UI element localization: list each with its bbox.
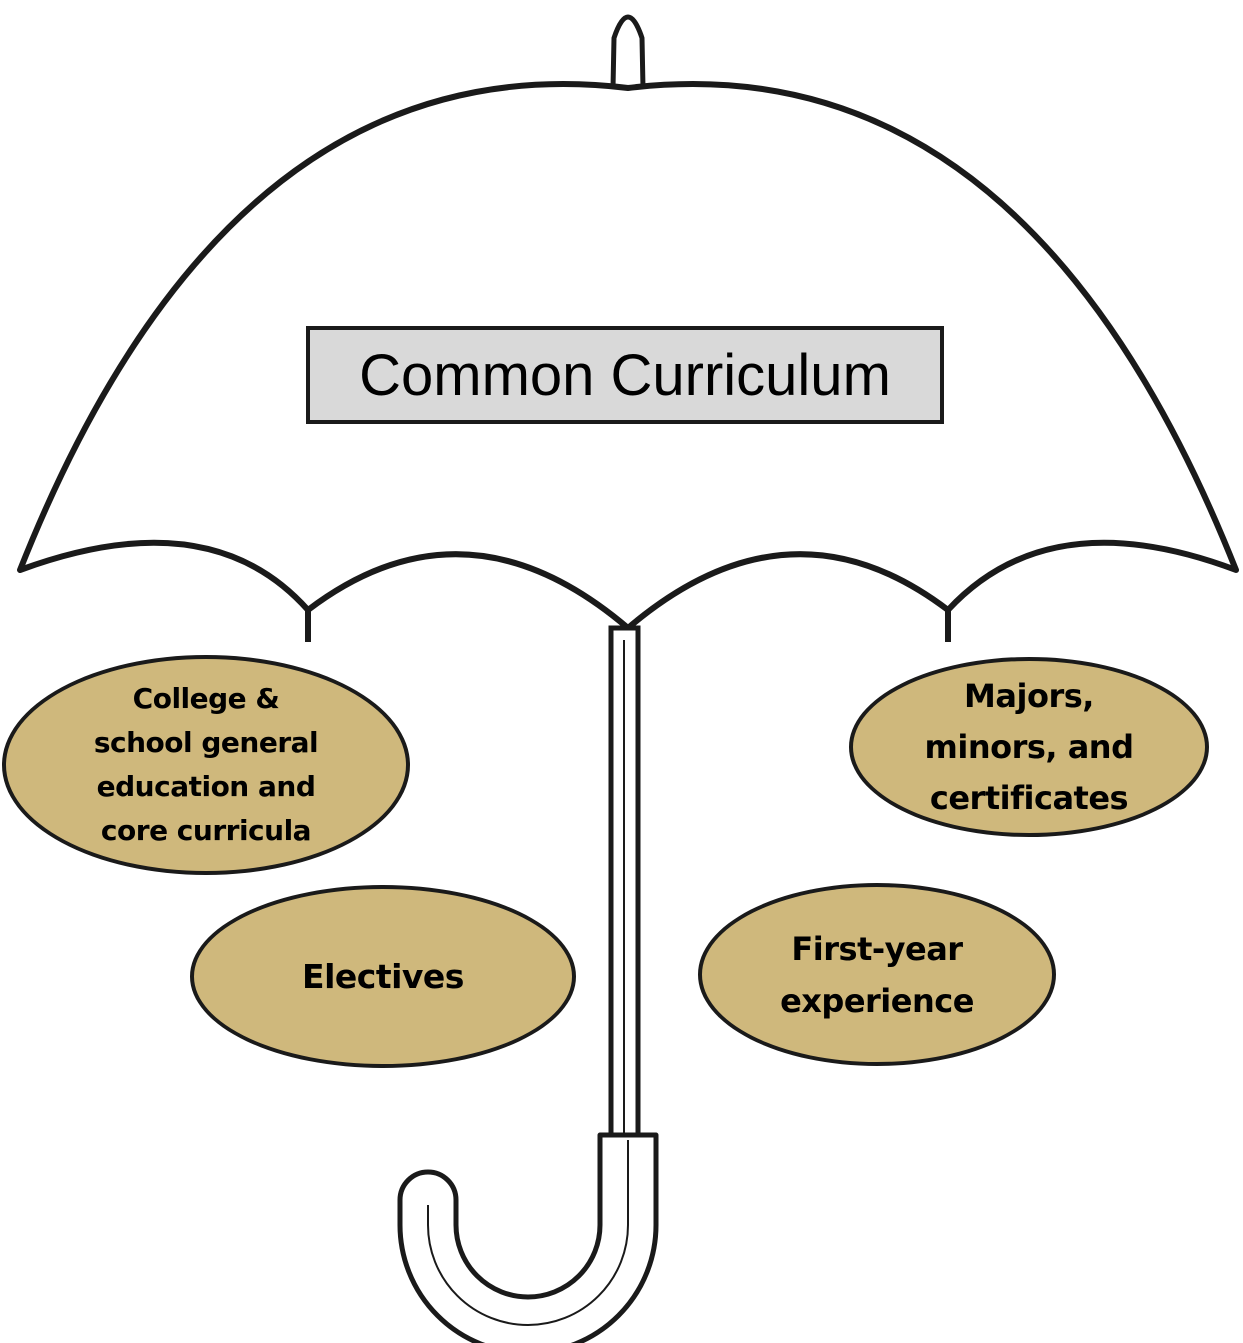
diagram-title: Common Curriculum: [359, 342, 891, 408]
umbrella-tip: [610, 14, 646, 89]
bubble-general-education: College & school general education and c…: [2, 655, 410, 875]
umbrella-handle: [397, 1132, 659, 1343]
bubble-label: Electives: [302, 956, 464, 996]
bubble-electives: Electives: [190, 885, 576, 1068]
bubble-majors-minors: Majors, minors, and certificates: [849, 657, 1209, 837]
bubble-label: Majors, minors, and certificates: [924, 676, 1134, 817]
handle-inner-line: [427, 1140, 629, 1326]
title-box: Common Curriculum: [306, 326, 944, 424]
bubble-label: First-year experience: [780, 929, 974, 1020]
bubble-first-year: First-year experience: [698, 883, 1056, 1066]
bubble-label: College & school general education and c…: [93, 682, 319, 847]
